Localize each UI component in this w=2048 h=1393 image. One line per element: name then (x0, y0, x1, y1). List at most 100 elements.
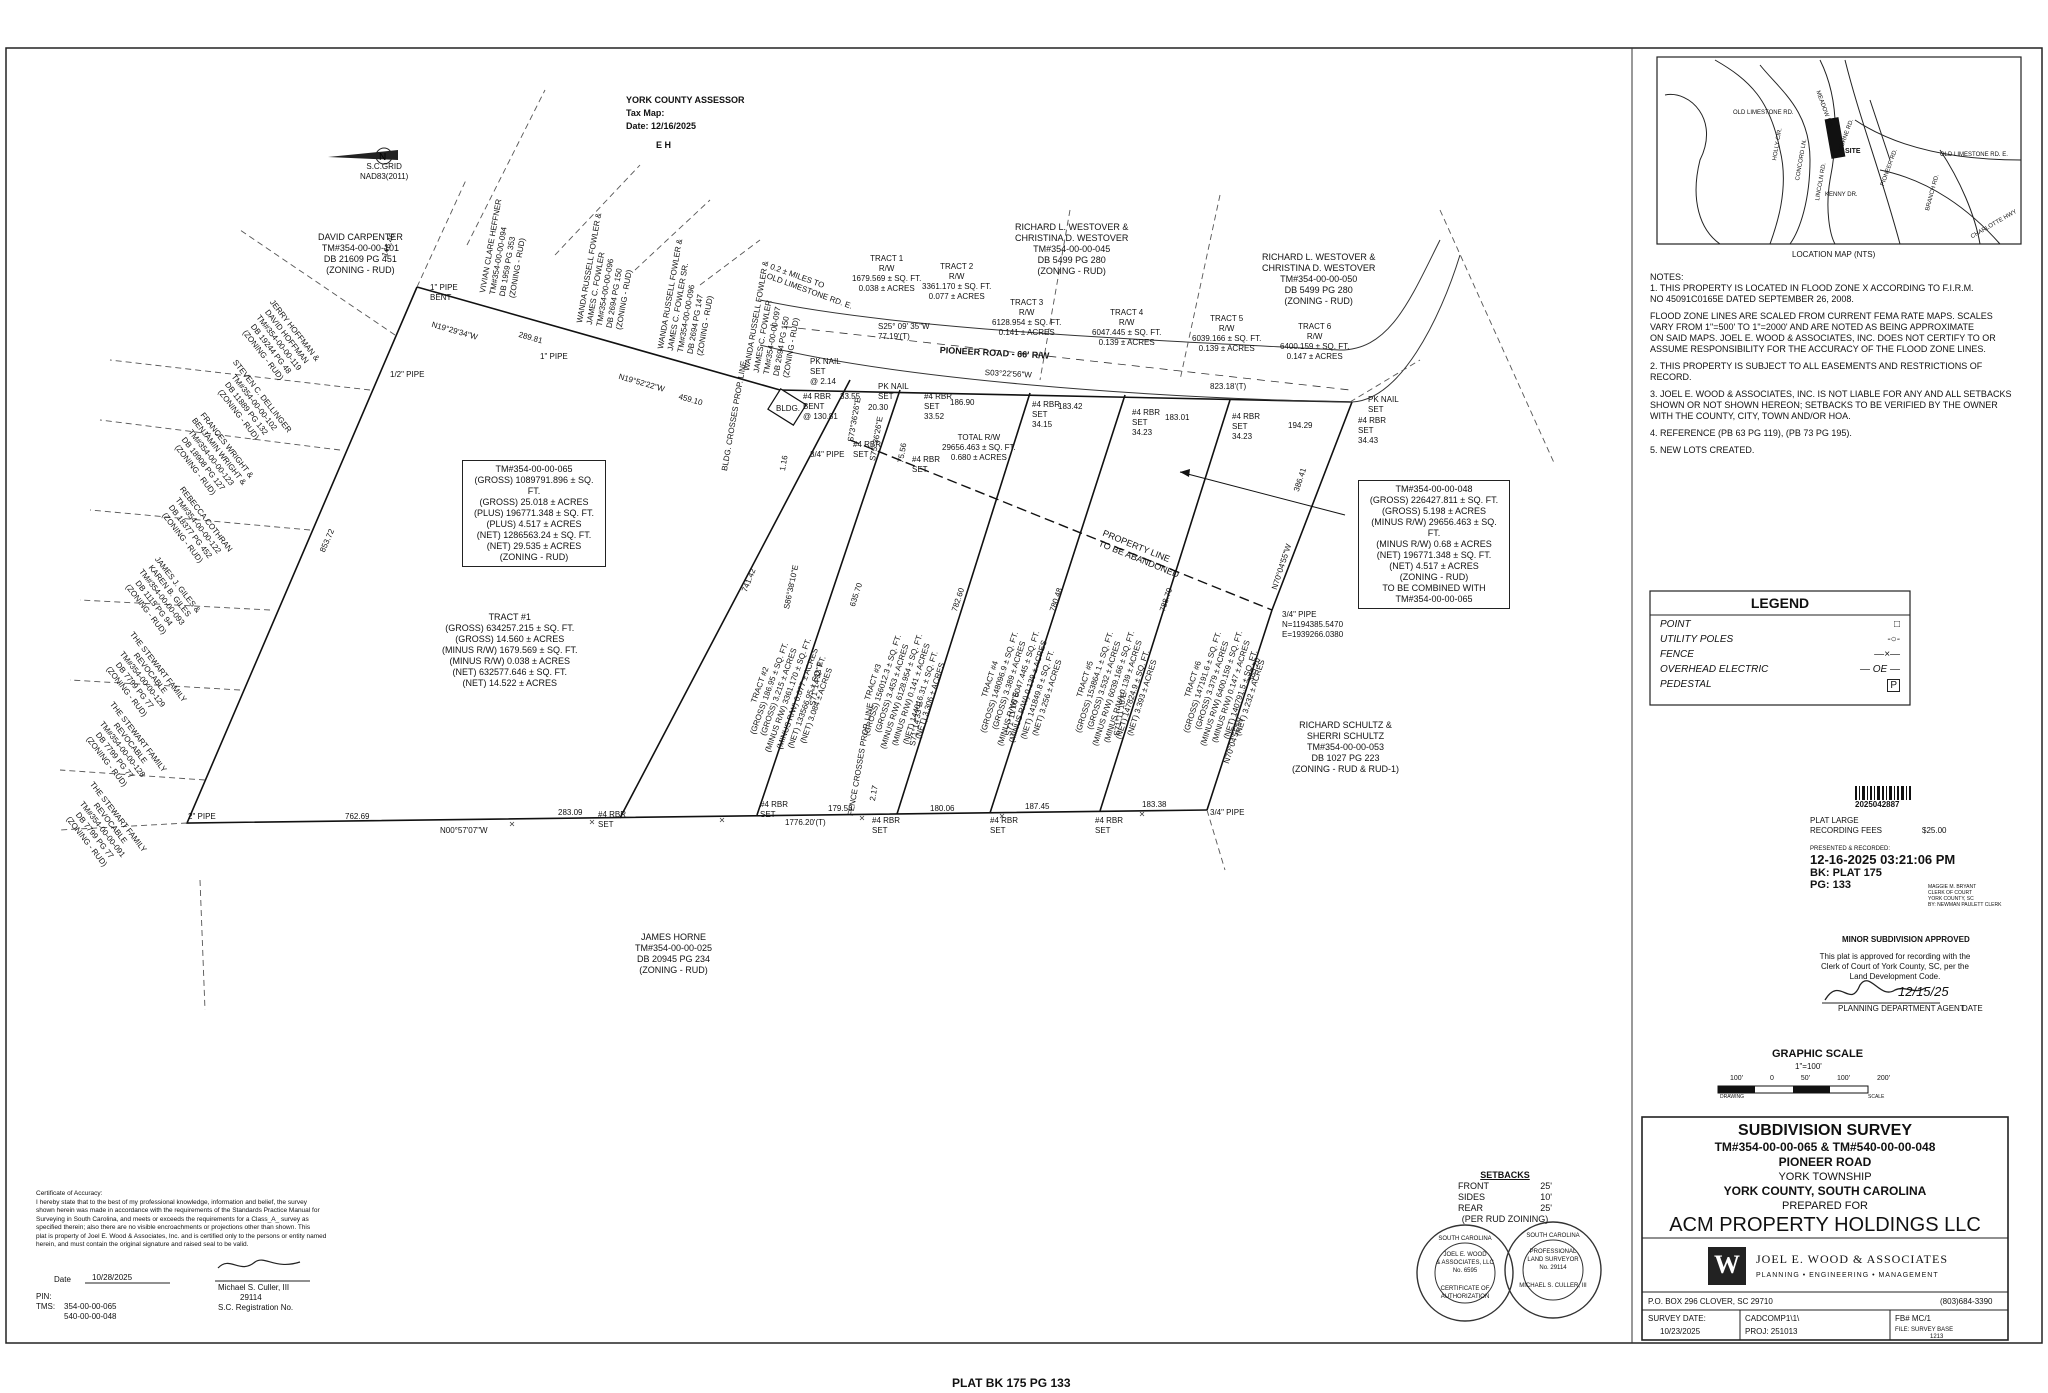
owner-westover-045: RICHARD L. WESTOVER & CHRISTINA D. WESTO… (1015, 222, 1128, 277)
rw-line: TRACT 4 (1110, 308, 1144, 317)
certificate-title: Certificate of Accuracy: (36, 1190, 103, 1197)
scale-ratio: 1"=100' (1795, 1062, 1822, 1071)
tract-line: (GROSS) 634257.215 ± SQ. FT. (445, 623, 575, 633)
owner-line: CHRISTINA D. WESTOVER (1262, 263, 1376, 273)
location-road: OLD LIMESTONE RD. (1733, 110, 1794, 116)
owner-line: TM#354-00-00-050 (1280, 274, 1358, 284)
approval-signature (1824, 980, 1926, 1001)
survey-date-label: SURVEY DATE: (1648, 1314, 1706, 1323)
legend-label: PEDESTAL (1660, 679, 1712, 690)
box-line: (ZONING - RUD) (499, 552, 569, 562)
barcode-number: 2025042887 (1855, 800, 1900, 809)
tract-line: (NET) 14.522 ± ACRES (462, 678, 557, 688)
surveyor-reg-no: 29114 (240, 1293, 262, 1302)
mon-line: PK NAIL (878, 382, 909, 391)
mon-line: SET (912, 465, 928, 474)
cert-date-label: Date (54, 1275, 71, 1284)
mon-line: #4 RBR (872, 816, 901, 825)
mon-line: SET (1368, 405, 1384, 414)
firm-logo-box (1708, 1247, 1746, 1285)
dim-187: 187.45 (1025, 802, 1050, 811)
owner-line: (ZONING - RUD) (1037, 266, 1106, 276)
dim-762: 762.69 (345, 812, 370, 821)
location-map (1656, 56, 2022, 245)
box-line: (PLUS) 196771.348 ± SQ. FT. (474, 508, 594, 518)
s25-line: 77.19'(T) (878, 332, 910, 341)
assessor-stamp: YORK COUNTY ASSESSOR Tax Map: Date: 12/1… (626, 94, 745, 152)
mon-line: #4 RBR (1095, 816, 1124, 825)
mon-line: 1" PIPE (430, 283, 458, 292)
firm-subtitle: PLANNING • ENGINEERING • MANAGEMENT (1756, 1272, 1939, 1279)
scale-tick: 100' (1836, 1075, 1850, 1082)
clerk-line: BY: NEWMAN PAULETT CLERK (1928, 902, 2002, 908)
rw-line: R/W (1118, 318, 1135, 327)
owner-line: DB 21609 PG 451 (323, 254, 397, 264)
mon-line: BENT (430, 293, 452, 302)
approval-agent: PLANNING DEPARTMENT AGENT (1838, 1004, 1965, 1013)
rw-line: R/W (1218, 324, 1235, 333)
cert-date: 10/28/2025 (92, 1273, 133, 1282)
title-line-2: TM#354-00-00-065 & TM#540-00-00-048 (1714, 1140, 1936, 1154)
owner-line: TM#354-00-00-045 (1033, 244, 1111, 254)
clerk-line: YORK COUNTY, SC (1928, 896, 1974, 902)
mon-line: SET (1358, 426, 1374, 435)
owner-line: RICHARD SCHULTZ & (1299, 720, 1392, 730)
rw-line: TRACT 6 (1298, 322, 1332, 331)
recording-stamp: 2025042887 PLAT LARGE RECORDING FEES $25… (1810, 800, 2010, 908)
tract-line: (MINUS R/W) 0.038 ± ACRES (449, 656, 570, 666)
dim-183c: 183.01 (1165, 413, 1190, 422)
mon-line: SET (1095, 826, 1111, 835)
box-line: (MINUS R/W) 29656.463 ± SQ. FT. (1371, 517, 1497, 538)
setback-label: REAR (1458, 1203, 1484, 1213)
north-grid: S.C.GRID (366, 162, 402, 171)
owner-line: DAVID CARPENTER (318, 232, 403, 242)
mon-line: PK NAIL (1368, 395, 1399, 404)
title-line-5: YORK COUNTY, SOUTH CAROLINA (1723, 1184, 1927, 1198)
box-line: (ZONING - RUD) (1399, 572, 1469, 582)
rw-line: 0.141 ± ACRES (998, 328, 1055, 337)
approval-line: This plat is approved for recording with… (1819, 952, 1971, 961)
firm-phone: (803)684-3390 (1940, 1297, 1993, 1306)
dim-180: 180.06 (930, 804, 955, 813)
abandoned-line (849, 439, 1273, 611)
mon-line: #4 RBR (853, 440, 882, 449)
note-line: ASSUME RESPONSIBILITY FOR THE ACCURACY O… (1650, 344, 1986, 354)
rw-line: TRACT 5 (1210, 314, 1244, 323)
pioneer-road (759, 239, 1461, 403)
owner-line: SHERRI SCHULTZ (1306, 731, 1385, 741)
box-line: TO BE COMBINED WITH (1382, 583, 1486, 593)
mon-line: PK NAIL (810, 357, 841, 366)
leader-arrow (1179, 471, 1346, 516)
seal-surveyor-inner (1522, 1239, 1584, 1301)
mon-line: #4 RBR (990, 816, 1019, 825)
fence-marks (509, 811, 1145, 827)
clerk-line: CLERK OF COURT (1928, 890, 1973, 896)
rw-line: 6400.159 ± SQ. FT. (1280, 342, 1350, 351)
owner-line: TM#354-00-00-053 (1306, 742, 1385, 752)
scale-tick: 0 (1769, 1075, 1774, 1082)
scale-ticks: 100' 0 50' 100' 200' (1730, 1075, 1890, 1082)
mon-pipe-2: 2" PIPE (188, 812, 216, 821)
seal-authorization (1416, 1224, 1514, 1322)
rw-line: R/W (878, 264, 895, 273)
recording-amount: $25.00 (1922, 826, 1947, 835)
tms-label: TMS: (36, 1302, 56, 1311)
rw-line: TOTAL R/W (957, 433, 1001, 442)
seal-line: MICHAEL S. CULLER, III (1519, 1283, 1587, 1289)
scale-tick: 200' (1876, 1075, 1890, 1082)
seal-line: SOUTH CAROLINA (1526, 1233, 1580, 1239)
legend-row-electric: OVERHEAD ELECTRIC— OE — (1650, 662, 1910, 677)
parcel-outline (185, 286, 1353, 824)
presented-label: PRESENTED & RECORDED: (1810, 846, 1891, 852)
legend-label: POINT (1660, 619, 1691, 630)
note-line: WITH THE COUNTY, CITY, TOWN AND/OR HOA. (1650, 411, 1851, 421)
dim-194: 194.29 (1288, 421, 1313, 430)
mon-line: SET (810, 367, 826, 376)
legend-row-point: POINT□ (1650, 617, 1910, 632)
seal-line: SOUTH CAROLINA (1438, 1236, 1492, 1242)
firm-logo-icon: W (1714, 1250, 1740, 1279)
